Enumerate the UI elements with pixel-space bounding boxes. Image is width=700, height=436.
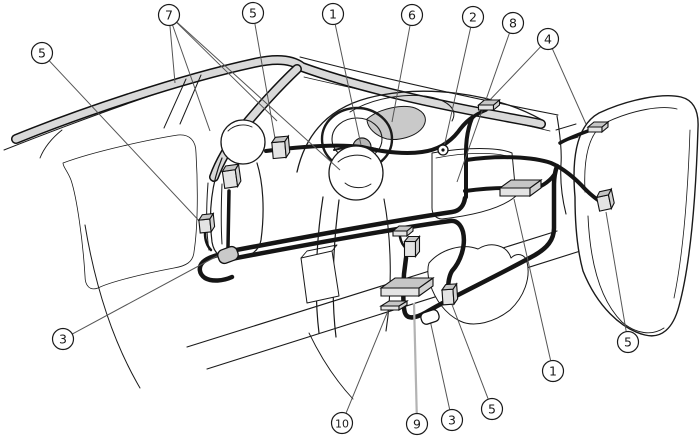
dash-grommet bbox=[437, 144, 449, 156]
harness-floor-loop bbox=[401, 163, 560, 320]
harness-door-run bbox=[464, 155, 606, 206]
callout-number: 3 bbox=[448, 412, 456, 427]
leader-c2-top bbox=[443, 27, 472, 148]
callout-number: 7 bbox=[165, 7, 173, 22]
center-console bbox=[300, 250, 340, 304]
callout-c9-bottom: 9 bbox=[405, 412, 429, 436]
center-console-top bbox=[300, 244, 338, 259]
callout-number: 1 bbox=[549, 363, 557, 378]
pillar-grommet-cylinder bbox=[217, 245, 239, 265]
leader-c10-bottom bbox=[345, 300, 393, 414]
callout-c4-top: 4 bbox=[536, 27, 560, 51]
harness-cross-upper bbox=[228, 195, 468, 254]
callout-number: 5 bbox=[249, 5, 257, 20]
callout-c2-top: 2 bbox=[461, 5, 485, 29]
callout-c7-top: 7 bbox=[157, 3, 181, 27]
roof-edge-right bbox=[299, 56, 559, 116]
harness-left-uloop bbox=[197, 249, 236, 283]
callout-number: 2 bbox=[469, 9, 477, 24]
callout-c5-bottom: 5 bbox=[480, 397, 504, 421]
rear-body-curve bbox=[84, 224, 141, 389]
callout-c1-top: 1 bbox=[321, 2, 345, 26]
floor-flat-connector bbox=[391, 224, 415, 238]
rear-quarter-panel bbox=[62, 134, 198, 290]
callout-number: 6 bbox=[408, 7, 416, 22]
b-pillar-trim-2 bbox=[220, 183, 223, 245]
callout-number: 9 bbox=[413, 416, 421, 431]
leader-c4-top bbox=[486, 46, 541, 104]
leader-c5-left bbox=[49, 60, 204, 226]
front-door-outline bbox=[573, 95, 699, 337]
quarter-window-pillar-2 bbox=[179, 74, 202, 125]
hinge-pillar bbox=[556, 115, 567, 215]
floor-upright-connector bbox=[403, 234, 421, 259]
windshield-connector bbox=[476, 98, 502, 112]
leader-c5-right bbox=[605, 211, 627, 332]
leader-c9-bottom bbox=[412, 302, 418, 414]
callout-c5-right: 5 bbox=[616, 330, 640, 354]
floor-pad bbox=[379, 300, 409, 311]
roof-harness-band bbox=[11, 54, 546, 182]
console-floor-curve bbox=[308, 332, 354, 400]
pillar-connector bbox=[270, 134, 291, 160]
left-headrest bbox=[220, 119, 266, 165]
harness-components bbox=[197, 98, 615, 325]
harness-bpillar-drop bbox=[226, 189, 231, 249]
front-seats bbox=[209, 119, 391, 338]
control-module-dash bbox=[498, 178, 543, 198]
callout-number: 4 bbox=[544, 31, 552, 46]
dash-hood-inner bbox=[349, 94, 455, 122]
door-crease-line bbox=[673, 129, 691, 299]
callout-c1-right: 1 bbox=[541, 359, 565, 383]
callout-number: 5 bbox=[624, 334, 632, 349]
callout-number: 3 bbox=[59, 331, 67, 346]
door-panel-line bbox=[587, 215, 665, 334]
instrument-cluster bbox=[366, 105, 426, 140]
cowl-connector bbox=[586, 120, 610, 134]
callout-c3-bottom: 3 bbox=[440, 408, 464, 432]
leader-c7-top bbox=[172, 25, 211, 132]
callout-c3-left: 3 bbox=[51, 327, 75, 351]
harness-vertical-dash bbox=[464, 116, 474, 199]
leader-lines bbox=[49, 22, 627, 414]
leader-c7-top bbox=[176, 22, 341, 171]
leader-c3-bottom bbox=[429, 319, 451, 410]
leader-c3-left bbox=[72, 254, 220, 335]
leader-c1-top bbox=[334, 24, 362, 146]
left-headrest-seam bbox=[227, 124, 253, 132]
callout-number: 5 bbox=[488, 401, 496, 416]
quarter-connector bbox=[197, 211, 216, 234]
leader-c7-top bbox=[176, 22, 278, 122]
quarter-window-pillar bbox=[163, 78, 187, 129]
floor-grommet bbox=[420, 309, 440, 325]
callout-number: 5 bbox=[38, 45, 46, 60]
harness-cross-lower bbox=[228, 218, 467, 294]
leader-c5-top bbox=[254, 23, 277, 145]
callout-c8-top: 8 bbox=[501, 11, 525, 35]
leader-c4-top bbox=[552, 48, 587, 125]
rear-pillar-line bbox=[39, 129, 63, 159]
leader-c6-top bbox=[391, 25, 411, 123]
harness-quarter-stub bbox=[203, 231, 213, 252]
leader-c7-top bbox=[169, 25, 176, 84]
right-seat-edge bbox=[383, 198, 391, 332]
callout-c5-top: 5 bbox=[241, 1, 265, 25]
callout-c5-left: 5 bbox=[30, 41, 54, 65]
right-headrest-seam bbox=[337, 154, 372, 189]
control-module-floor bbox=[379, 276, 435, 298]
callout-numbers: 5 7 5 1 6 2 8 4 3 10 9 3 5 1 5 bbox=[30, 1, 640, 436]
callout-c10-bottom: 10 bbox=[330, 411, 354, 435]
leader-c1-right bbox=[513, 198, 552, 361]
roof-branch-connector bbox=[221, 162, 242, 189]
rear-floor-connector bbox=[440, 282, 459, 306]
harness-cowl-stub bbox=[558, 129, 590, 145]
callout-number: 8 bbox=[509, 15, 517, 30]
callout-c6-top: 6 bbox=[400, 3, 424, 27]
door-connector bbox=[595, 187, 615, 212]
leader-c5-bottom bbox=[450, 301, 489, 399]
right-headrest bbox=[328, 145, 384, 201]
callout-number: 10 bbox=[335, 417, 349, 430]
callout-number: 1 bbox=[329, 6, 337, 21]
